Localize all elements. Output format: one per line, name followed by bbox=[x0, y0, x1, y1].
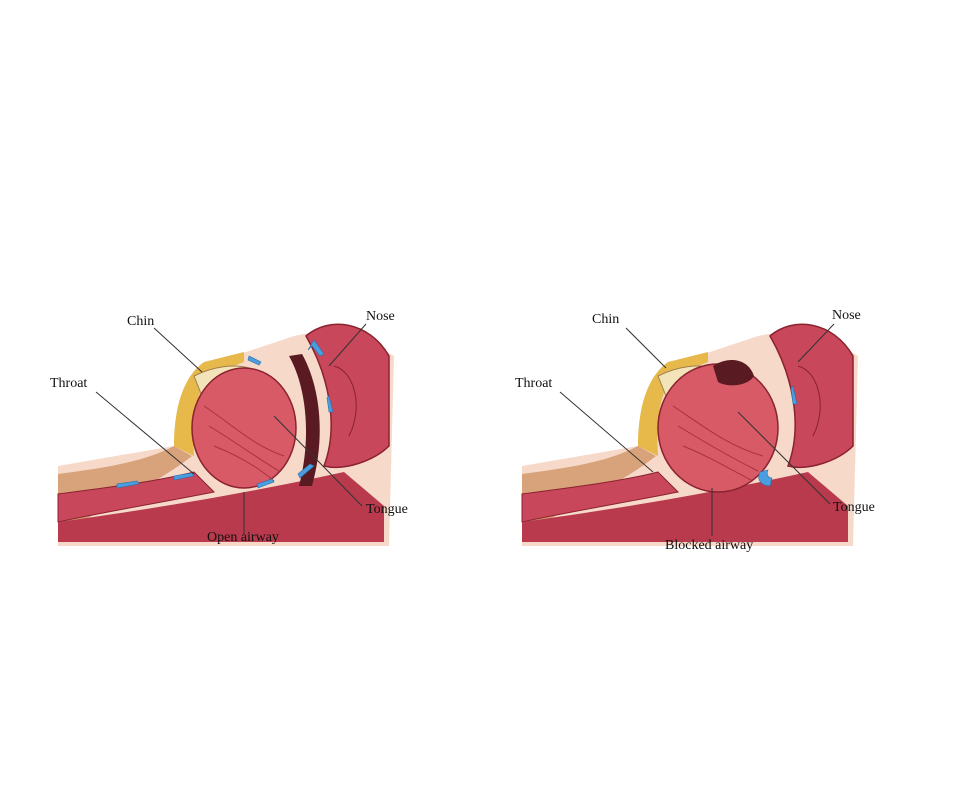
throat-tube bbox=[57, 471, 216, 523]
chin-label: Chin bbox=[127, 314, 155, 329]
tongue-label: Tongue bbox=[833, 500, 875, 515]
airflow-arrow bbox=[247, 355, 262, 366]
airflow-arrow bbox=[297, 463, 315, 479]
nose-leader-line bbox=[328, 323, 367, 367]
airway-floor bbox=[58, 472, 384, 542]
airflow-arrow bbox=[326, 395, 334, 413]
blocked-airway-illustration bbox=[521, 323, 858, 546]
chin-leader-line bbox=[625, 327, 667, 369]
tongue-leader-line bbox=[273, 415, 363, 507]
chin-leader-line bbox=[153, 327, 203, 373]
throat-label: Throat bbox=[50, 376, 88, 391]
airflow-arrow bbox=[790, 385, 798, 405]
chin-label: Chin bbox=[592, 312, 620, 327]
airway-floor bbox=[522, 472, 848, 542]
nose-leader-line bbox=[797, 323, 835, 363]
blocked-airway-diagram: Chin Nose Throat Tongue Blocked airway bbox=[508, 296, 875, 560]
airflow-arrow bbox=[116, 480, 140, 489]
tongue-label: Tongue bbox=[366, 502, 408, 517]
throat-leader-line bbox=[559, 391, 654, 473]
nose-label: Nose bbox=[832, 308, 861, 323]
nose-region bbox=[305, 323, 390, 468]
airway-label: Blocked airway bbox=[665, 538, 754, 553]
nose-label: Nose bbox=[366, 309, 395, 324]
airflow-arrows bbox=[758, 385, 798, 487]
throat-tube bbox=[521, 471, 680, 523]
open-airway-illustration bbox=[57, 323, 394, 546]
airflow-arrow bbox=[256, 478, 275, 489]
open-airway-space bbox=[289, 354, 320, 486]
throat-leader-line bbox=[95, 391, 195, 475]
airflow-arrow bbox=[307, 339, 325, 357]
tongue bbox=[191, 367, 297, 489]
airflow-arrows bbox=[116, 339, 334, 489]
mouth-cavity bbox=[713, 360, 754, 386]
leader-lines bbox=[559, 323, 835, 536]
tongue-leader-line bbox=[737, 411, 831, 505]
chin-fat bbox=[638, 352, 708, 456]
airflow-arrow bbox=[758, 469, 773, 487]
leader-lines bbox=[95, 323, 367, 534]
airway-label: Open airway bbox=[207, 530, 279, 545]
open-airway-diagram: Chin Nose Throat Tongue Open airway bbox=[44, 296, 408, 560]
airflow-arrow bbox=[173, 472, 195, 481]
throat-label: Throat bbox=[515, 376, 553, 391]
